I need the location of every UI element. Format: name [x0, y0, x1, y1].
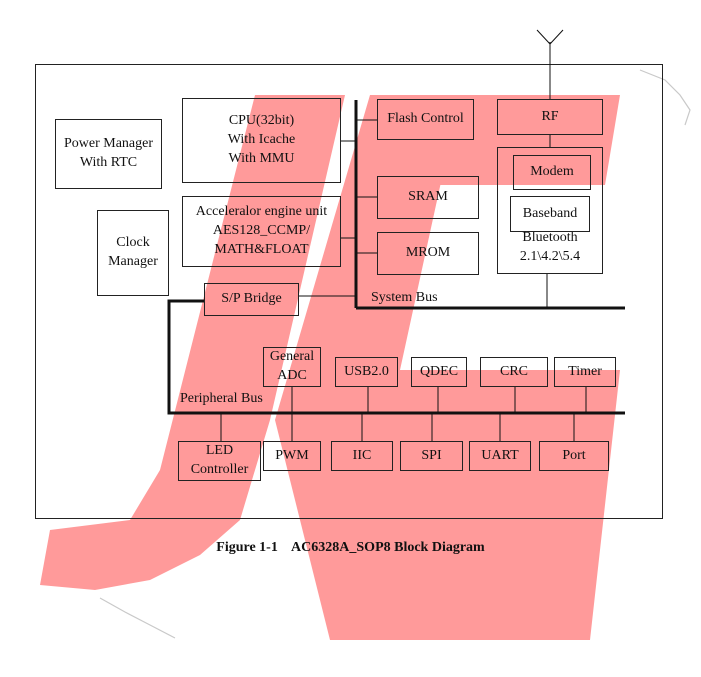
cpu-block: CPU(32bit) With Icache With MMU — [182, 98, 341, 183]
rf-block: RF — [497, 99, 603, 135]
flash-control-block: Flash Control — [377, 99, 474, 140]
sram-block: SRAM — [377, 176, 479, 219]
peripheral-bus-label: Peripheral Bus — [180, 391, 263, 406]
led-controller-block: LED Controller — [178, 441, 261, 481]
watermark-stroke-top — [415, 95, 620, 185]
crc-block: CRC — [480, 357, 548, 387]
timer-block: Timer — [554, 357, 616, 387]
watermark-arc-bottom — [99, 597, 176, 639]
clock-manager-block: Clock Manager — [97, 210, 169, 296]
watermark-arc-top — [639, 69, 691, 126]
pwm-block: PWM — [263, 441, 321, 471]
general-adc-block: General ADC — [263, 347, 321, 387]
bluetooth-block: Bluetooth 2.1\4.2\5.4 — [497, 147, 603, 274]
modem-block: Modem — [513, 155, 591, 190]
baseband-block: Baseband — [510, 196, 590, 232]
uart-block: UART — [469, 441, 531, 471]
system-bus-label: System Bus — [371, 290, 438, 305]
accelerator-block: Acceleralor engine unit AES128_CCMP/ MAT… — [182, 196, 341, 267]
bluetooth-label: Bluetooth 2.1\4.2\5.4 — [519, 230, 581, 265]
chip-outline — [35, 64, 663, 519]
watermark-stroke-l — [275, 95, 620, 640]
port-block: Port — [539, 441, 609, 471]
usb-block: USB2.0 — [335, 357, 398, 387]
spi-block: SPI — [400, 441, 463, 471]
iic-block: IIC — [331, 441, 393, 471]
sp-bridge-block: S/P Bridge — [204, 283, 299, 316]
power-manager-block: Power Manager With RTC — [55, 119, 162, 189]
qdec-block: QDEC — [411, 357, 467, 387]
figure-caption: Figure 1-1 AC6328A_SOP8 Block Diagram — [216, 540, 485, 555]
mrom-block: MROM — [377, 232, 479, 275]
